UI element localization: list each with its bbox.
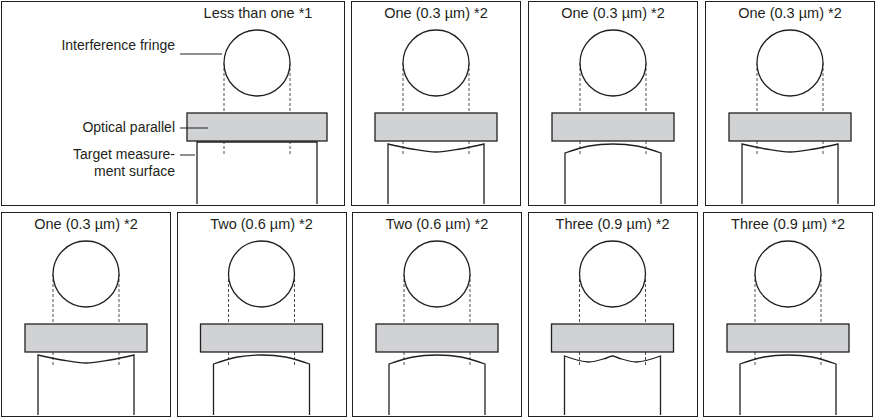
optical-parallel bbox=[375, 113, 497, 141]
optical-parallel bbox=[376, 324, 498, 352]
panel-illustration bbox=[552, 29, 674, 204]
interference-fringes bbox=[411, 240, 463, 308]
view-circle bbox=[755, 241, 821, 307]
guide-line bbox=[580, 141, 581, 155]
guide-line bbox=[224, 141, 225, 155]
view-circle bbox=[580, 241, 646, 307]
guide-line bbox=[757, 141, 758, 155]
target-surface bbox=[389, 355, 485, 415]
view-circle bbox=[757, 30, 823, 96]
guide-line bbox=[579, 352, 580, 366]
view-circle bbox=[53, 241, 119, 307]
pattern-panel: One (0.3 µm) *2 bbox=[705, 1, 875, 206]
guide-line bbox=[646, 141, 647, 155]
fringe-count-heading: Three (0.9 µm) *2 bbox=[706, 216, 870, 233]
guide-line bbox=[645, 352, 646, 366]
interference-fringes bbox=[73, 261, 99, 287]
fringe-count-heading: One (0.3 µm) *2 bbox=[708, 5, 872, 22]
part-label: Interference fringe bbox=[55, 37, 175, 54]
panel-illustration bbox=[552, 241, 674, 415]
pattern-panel: Three (0.9 µm) *2 bbox=[703, 212, 873, 417]
optical-parallel bbox=[25, 324, 147, 352]
leader-line bbox=[180, 155, 195, 156]
optical-parallel bbox=[729, 113, 851, 141]
pattern-panel: One (0.3 µm) *2 bbox=[528, 1, 698, 206]
guide-line bbox=[403, 141, 404, 155]
part-label: Optical parallel bbox=[45, 119, 175, 136]
pattern-panel: One (0.3 µm) *2 bbox=[351, 1, 521, 206]
interference-fringes bbox=[582, 254, 644, 293]
view-circle bbox=[403, 30, 469, 96]
guide-line bbox=[823, 141, 824, 155]
guide-line bbox=[294, 352, 295, 366]
optical-parallel bbox=[552, 113, 674, 141]
fringe-count-heading: Two (0.6 µm) *2 bbox=[180, 216, 344, 233]
leader-line bbox=[180, 54, 222, 55]
panel-illustration bbox=[201, 241, 323, 415]
optical-parallel bbox=[552, 324, 674, 352]
target-surface bbox=[565, 144, 661, 204]
view-circle bbox=[580, 30, 646, 96]
guide-line bbox=[290, 141, 291, 155]
guide-line bbox=[470, 352, 471, 366]
panel-illustration bbox=[376, 240, 498, 415]
guide-line bbox=[755, 352, 756, 366]
target-surface bbox=[197, 142, 317, 204]
guide-line bbox=[119, 352, 120, 366]
panel-illustration bbox=[187, 30, 327, 204]
view-circle bbox=[229, 241, 295, 307]
interference-fringes bbox=[427, 54, 445, 72]
panel-illustration bbox=[729, 30, 851, 204]
target-surface bbox=[742, 144, 838, 204]
guide-line bbox=[53, 352, 54, 366]
fringe-count-heading: One (0.3 µm) *2 bbox=[4, 216, 168, 233]
part-label: Target measure- ment surface bbox=[55, 146, 175, 180]
optical-parallel bbox=[201, 324, 323, 352]
interference-fringes bbox=[766, 33, 814, 93]
target-surface bbox=[740, 355, 836, 415]
view-circle bbox=[224, 30, 290, 96]
fringe-count-heading: Three (0.9 µm) *2 bbox=[531, 216, 695, 233]
guide-line bbox=[404, 352, 405, 366]
interference-fringes bbox=[240, 252, 284, 296]
guide-line bbox=[228, 352, 229, 366]
leader-line bbox=[180, 128, 208, 129]
guide-line bbox=[469, 141, 470, 155]
pattern-panel: One (0.3 µm) *2 bbox=[1, 212, 171, 417]
interference-fringes bbox=[758, 242, 818, 306]
panel-illustration bbox=[375, 30, 497, 204]
pattern-panel: Two (0.6 µm) *2 bbox=[177, 212, 347, 417]
fringe-count-heading: Less than one *1 bbox=[178, 5, 338, 22]
optical-parallel bbox=[727, 324, 849, 352]
fringe-count-heading: Two (0.6 µm) *2 bbox=[355, 216, 519, 233]
panel-illustration bbox=[25, 241, 147, 415]
guide-line bbox=[821, 352, 822, 366]
panel-illustration bbox=[727, 241, 849, 415]
optical-parallel bbox=[187, 113, 327, 141]
pattern-panel: Two (0.6 µm) *2 bbox=[352, 212, 522, 417]
target-surface bbox=[214, 355, 310, 415]
target-surface bbox=[565, 356, 661, 415]
target-surface bbox=[388, 144, 484, 204]
target-surface bbox=[38, 355, 134, 415]
interference-fringes bbox=[592, 29, 635, 97]
view-circle bbox=[404, 241, 470, 307]
fringe-count-heading: One (0.3 µm) *2 bbox=[531, 5, 695, 22]
fringe-count-heading: One (0.3 µm) *2 bbox=[354, 5, 518, 22]
pattern-panel: Three (0.9 µm) *2 bbox=[528, 212, 698, 417]
